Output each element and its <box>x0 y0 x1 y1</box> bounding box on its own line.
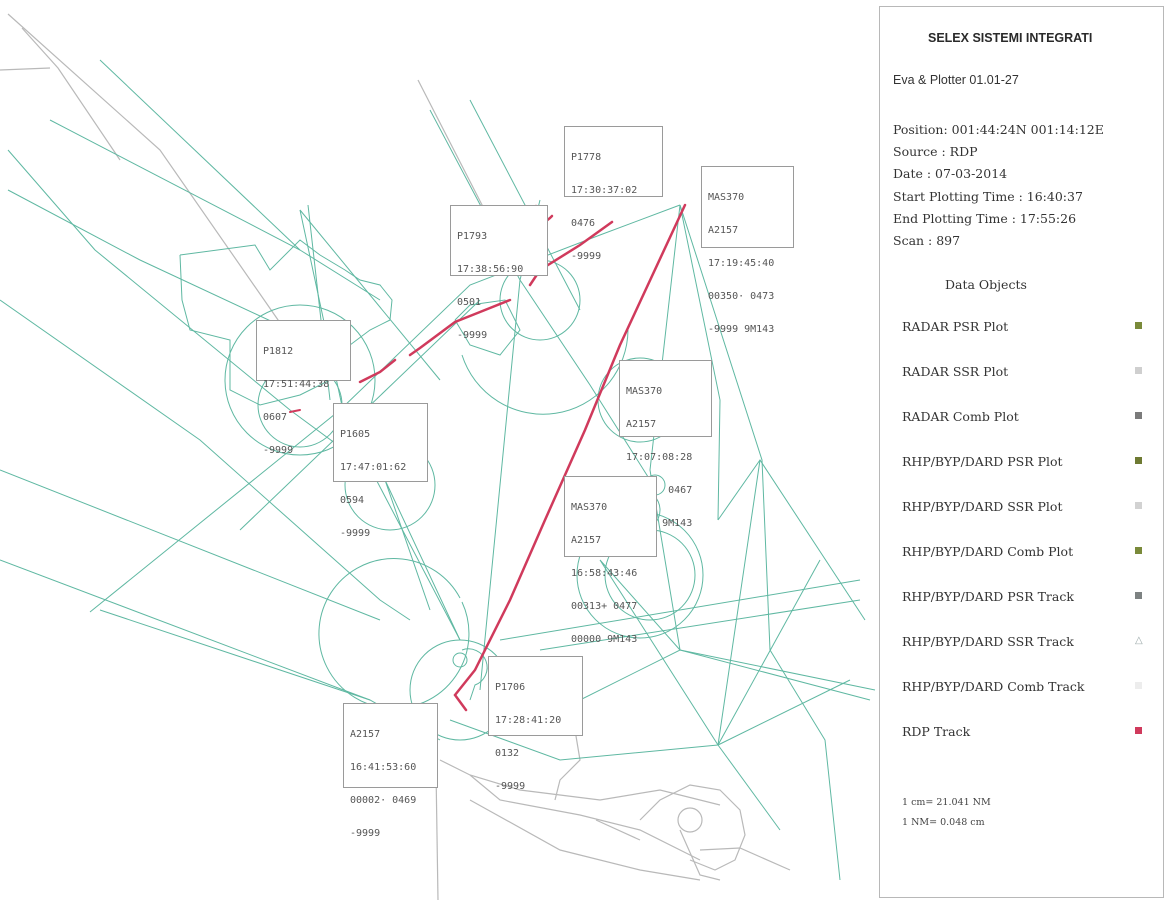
legend-item[interactable]: RHP/BYP/DARD SSR Plot <box>902 493 1152 538</box>
square-swatch-icon <box>1135 457 1142 464</box>
label-line: 17:19:45:40 <box>708 258 775 269</box>
label-line: MAS370 <box>708 192 745 203</box>
start-time-info: Start Plotting Time : 16:40:37 <box>893 188 1083 204</box>
label-line: 16:58:43:46 <box>571 568 638 579</box>
legend-label: RHP/BYP/DARD SSR Plot <box>902 499 1063 514</box>
label-line: P1812 <box>263 346 294 357</box>
scale-info: 1 cm= 21.041 NM 1 NM= 0.048 cm <box>902 793 991 833</box>
label-line: -9999 <box>263 445 294 456</box>
label-line: -9999 <box>495 781 526 792</box>
radar-map <box>0 13 876 901</box>
scale-cm: 1 cm= 21.041 NM <box>902 797 991 808</box>
square-swatch-icon <box>1135 502 1142 509</box>
label-line: 00000 9M143 <box>571 634 638 645</box>
flight-label-p1605[interactable]: P1605 17:47:01:62 0594 -9999 <box>333 403 428 539</box>
label-line: 0607 <box>263 412 288 423</box>
legend-item[interactable]: RADAR SSR Plot <box>902 358 1152 403</box>
label-line: A2157 <box>708 225 739 236</box>
label-line: 00002· 0469 <box>350 795 417 806</box>
legend-label: RADAR Comb Plot <box>902 409 1019 424</box>
label-line: 17:07:08:28 <box>626 452 693 463</box>
company-name: SELEX SISTEMI INTEGRATI <box>928 31 1093 45</box>
legend-item[interactable]: RADAR Comb Plot <box>902 403 1152 448</box>
label-line: P1706 <box>495 682 526 693</box>
label-line: 0132 <box>495 748 520 759</box>
flight-label-mas370-b[interactable]: MAS370 A2157 17:07:08:28 00350 0467 -999… <box>619 360 712 529</box>
label-line: -9999 <box>457 330 488 341</box>
label-line: MAS370 <box>571 502 608 513</box>
info-panel: SELEX SISTEMI INTEGRATI Eva & Plotter 01… <box>879 6 1164 898</box>
data-objects-title: Data Objects <box>945 277 1027 292</box>
square-swatch-icon <box>1135 367 1142 374</box>
label-line: 0501 <box>457 297 482 308</box>
legend-label: RADAR PSR Plot <box>902 319 1009 334</box>
flight-label-p1812[interactable]: P1812 17:51:44:38 0607 -9999 <box>256 320 351 456</box>
label-line: A2157 <box>626 419 657 430</box>
square-swatch-icon <box>1135 592 1142 599</box>
label-line: 17:28:41:20 <box>495 715 562 726</box>
flight-label-mas370-a[interactable]: MAS370 A2157 17:19:45:40 00350· 0473 -99… <box>701 166 794 335</box>
label-line: -9999 <box>350 828 381 839</box>
legend-item[interactable]: RHP/BYP/DARD Comb Plot <box>902 538 1152 583</box>
label-line: 00313+ 0477 <box>571 601 638 612</box>
legend-label: RADAR SSR Plot <box>902 364 1009 379</box>
label-line: 17:47:01:62 <box>340 462 407 473</box>
legend-label: RHP/BYP/DARD Comb Track <box>902 679 1085 694</box>
legend-label: RHP/BYP/DARD PSR Plot <box>902 454 1063 469</box>
label-line: P1605 <box>340 429 371 440</box>
legend-item[interactable]: RHP/BYP/DARD PSR Plot <box>902 448 1152 493</box>
label-line: 0594 <box>340 495 365 506</box>
app-version: Eva & Plotter 01.01-27 <box>893 73 1019 87</box>
square-swatch-icon <box>1135 682 1142 689</box>
flight-label-a2157[interactable]: A2157 16:41:53:60 00002· 0469 -9999 <box>343 703 438 839</box>
flight-label-p1706[interactable]: P1706 17:28:41:20 0132 -9999 <box>488 656 583 792</box>
ground-features <box>0 13 791 901</box>
label-line: 17:30:37:02 <box>571 185 638 196</box>
label-line: A2157 <box>571 535 602 546</box>
triangle-icon: △ <box>1135 635 1143 646</box>
flight-label-mas370-c[interactable]: MAS370 A2157 16:58:43:46 00313+ 0477 000… <box>564 476 657 645</box>
legend-label: RHP/BYP/DARD PSR Track <box>902 589 1074 604</box>
legend-item[interactable]: RHP/BYP/DARD Comb Track <box>902 673 1152 718</box>
label-line: 17:38:56:90 <box>457 264 524 275</box>
radar-plot-area[interactable]: P1778 17:30:37:02 0476 -9999 MAS370 A215… <box>0 0 878 906</box>
legend-item[interactable]: RHP/BYP/DARD SSR Track △ <box>902 628 1152 673</box>
square-swatch-icon <box>1135 727 1142 734</box>
label-line: 0476 <box>571 218 596 229</box>
label-line: -9999 <box>571 251 602 262</box>
label-line: P1778 <box>571 152 602 163</box>
scale-nm: 1 NM= 0.048 cm <box>902 817 985 828</box>
label-line: 00350· 0473 <box>708 291 775 302</box>
legend-label: RHP/BYP/DARD Comb Plot <box>902 544 1074 559</box>
flight-label-p1778[interactable]: P1778 17:30:37:02 0476 -9999 <box>564 126 663 262</box>
legend-item[interactable]: RHP/BYP/DARD PSR Track <box>902 583 1152 628</box>
label-line: MAS370 <box>626 386 663 397</box>
square-swatch-icon <box>1135 412 1142 419</box>
legend-item[interactable]: RDP Track <box>902 718 1152 763</box>
legend-label: RHP/BYP/DARD SSR Track <box>902 634 1074 649</box>
square-swatch-icon <box>1135 547 1142 554</box>
label-line: -9999 9M143 <box>708 324 775 335</box>
scan-info: Scan : 897 <box>893 232 961 248</box>
plot-info: Position: 001:44:24N 001:14:12E Source :… <box>893 119 1104 252</box>
label-line: A2157 <box>350 729 381 740</box>
position-info: Position: 001:44:24N 001:14:12E <box>893 122 1104 137</box>
legend-label: RDP Track <box>902 724 971 739</box>
source-info: Source : RDP <box>893 144 978 160</box>
label-line: -9999 <box>340 528 371 539</box>
flight-label-p1793[interactable]: P1793 17:38:56:90 0501 -9999 <box>450 205 548 341</box>
label-line: 17:51:44:38 <box>263 379 330 390</box>
end-time-info: End Plotting Time : 17:55:26 <box>893 210 1077 226</box>
square-swatch-icon <box>1135 322 1142 329</box>
label-line: 16:41:53:60 <box>350 762 417 773</box>
date-info: Date : 07-03-2014 <box>893 166 1008 182</box>
legend-item[interactable]: RADAR PSR Plot <box>902 313 1152 358</box>
label-line: P1793 <box>457 231 488 242</box>
